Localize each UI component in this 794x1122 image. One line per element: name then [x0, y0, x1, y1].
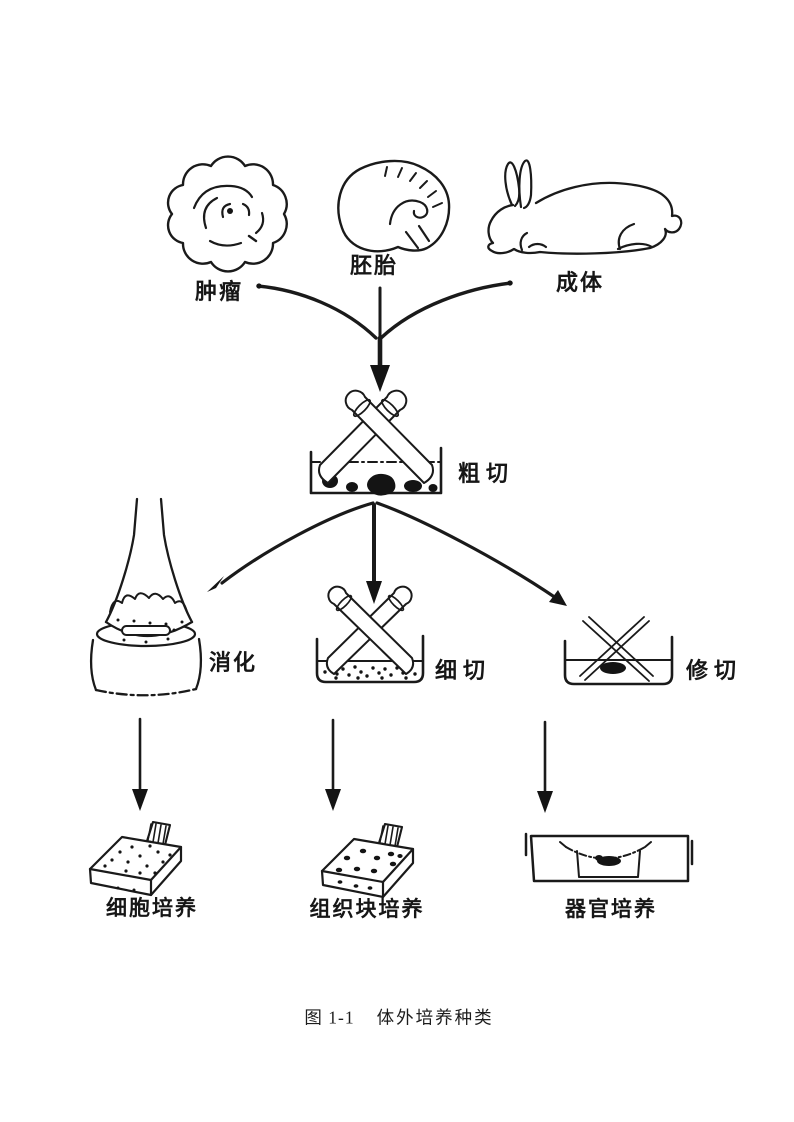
coarse-cut-dish-icon — [309, 389, 443, 496]
tissue-block-culture-label: 组织块培养 — [309, 897, 425, 921]
cell-culture-label: 细胞培养 — [106, 896, 198, 920]
trim-cut-label: 修切 — [685, 658, 743, 683]
figure-caption-number: 图 1-1 — [304, 1007, 355, 1028]
adult-label: 成体 — [555, 270, 605, 295]
converging-arrows-icon — [256, 280, 513, 392]
organ-culture-dish-icon — [524, 832, 694, 883]
embryo-icon — [337, 159, 451, 253]
fine-cut-dish-icon — [315, 585, 425, 684]
down-arrow-left-icon — [132, 717, 148, 811]
embryo-label: 胚胎 — [349, 253, 399, 278]
down-arrow-center-icon — [325, 718, 341, 811]
tumor-icon — [166, 155, 288, 273]
figure-caption: 图 1-1 体外培养种类 — [304, 1005, 493, 1030]
adult-animal-icon — [487, 159, 683, 255]
tumor-label: 肿瘤 — [194, 279, 244, 304]
figure-caption-title: 体外培养种类 — [376, 1007, 494, 1028]
cell-culture-flask-icon — [88, 820, 183, 897]
diverging-arrows-icon — [207, 501, 567, 606]
organ-culture-label: 器官培养 — [565, 897, 657, 921]
digestion-label: 消化 — [208, 650, 258, 675]
fine-cut-label: 细切 — [434, 658, 492, 683]
down-arrow-right-icon — [537, 720, 553, 813]
digestion-flask-icon — [89, 497, 203, 697]
coarse-cut-label: 粗切 — [457, 461, 515, 486]
trim-cut-dish-icon — [563, 616, 674, 686]
tissue-block-culture-flask-icon — [320, 822, 415, 899]
